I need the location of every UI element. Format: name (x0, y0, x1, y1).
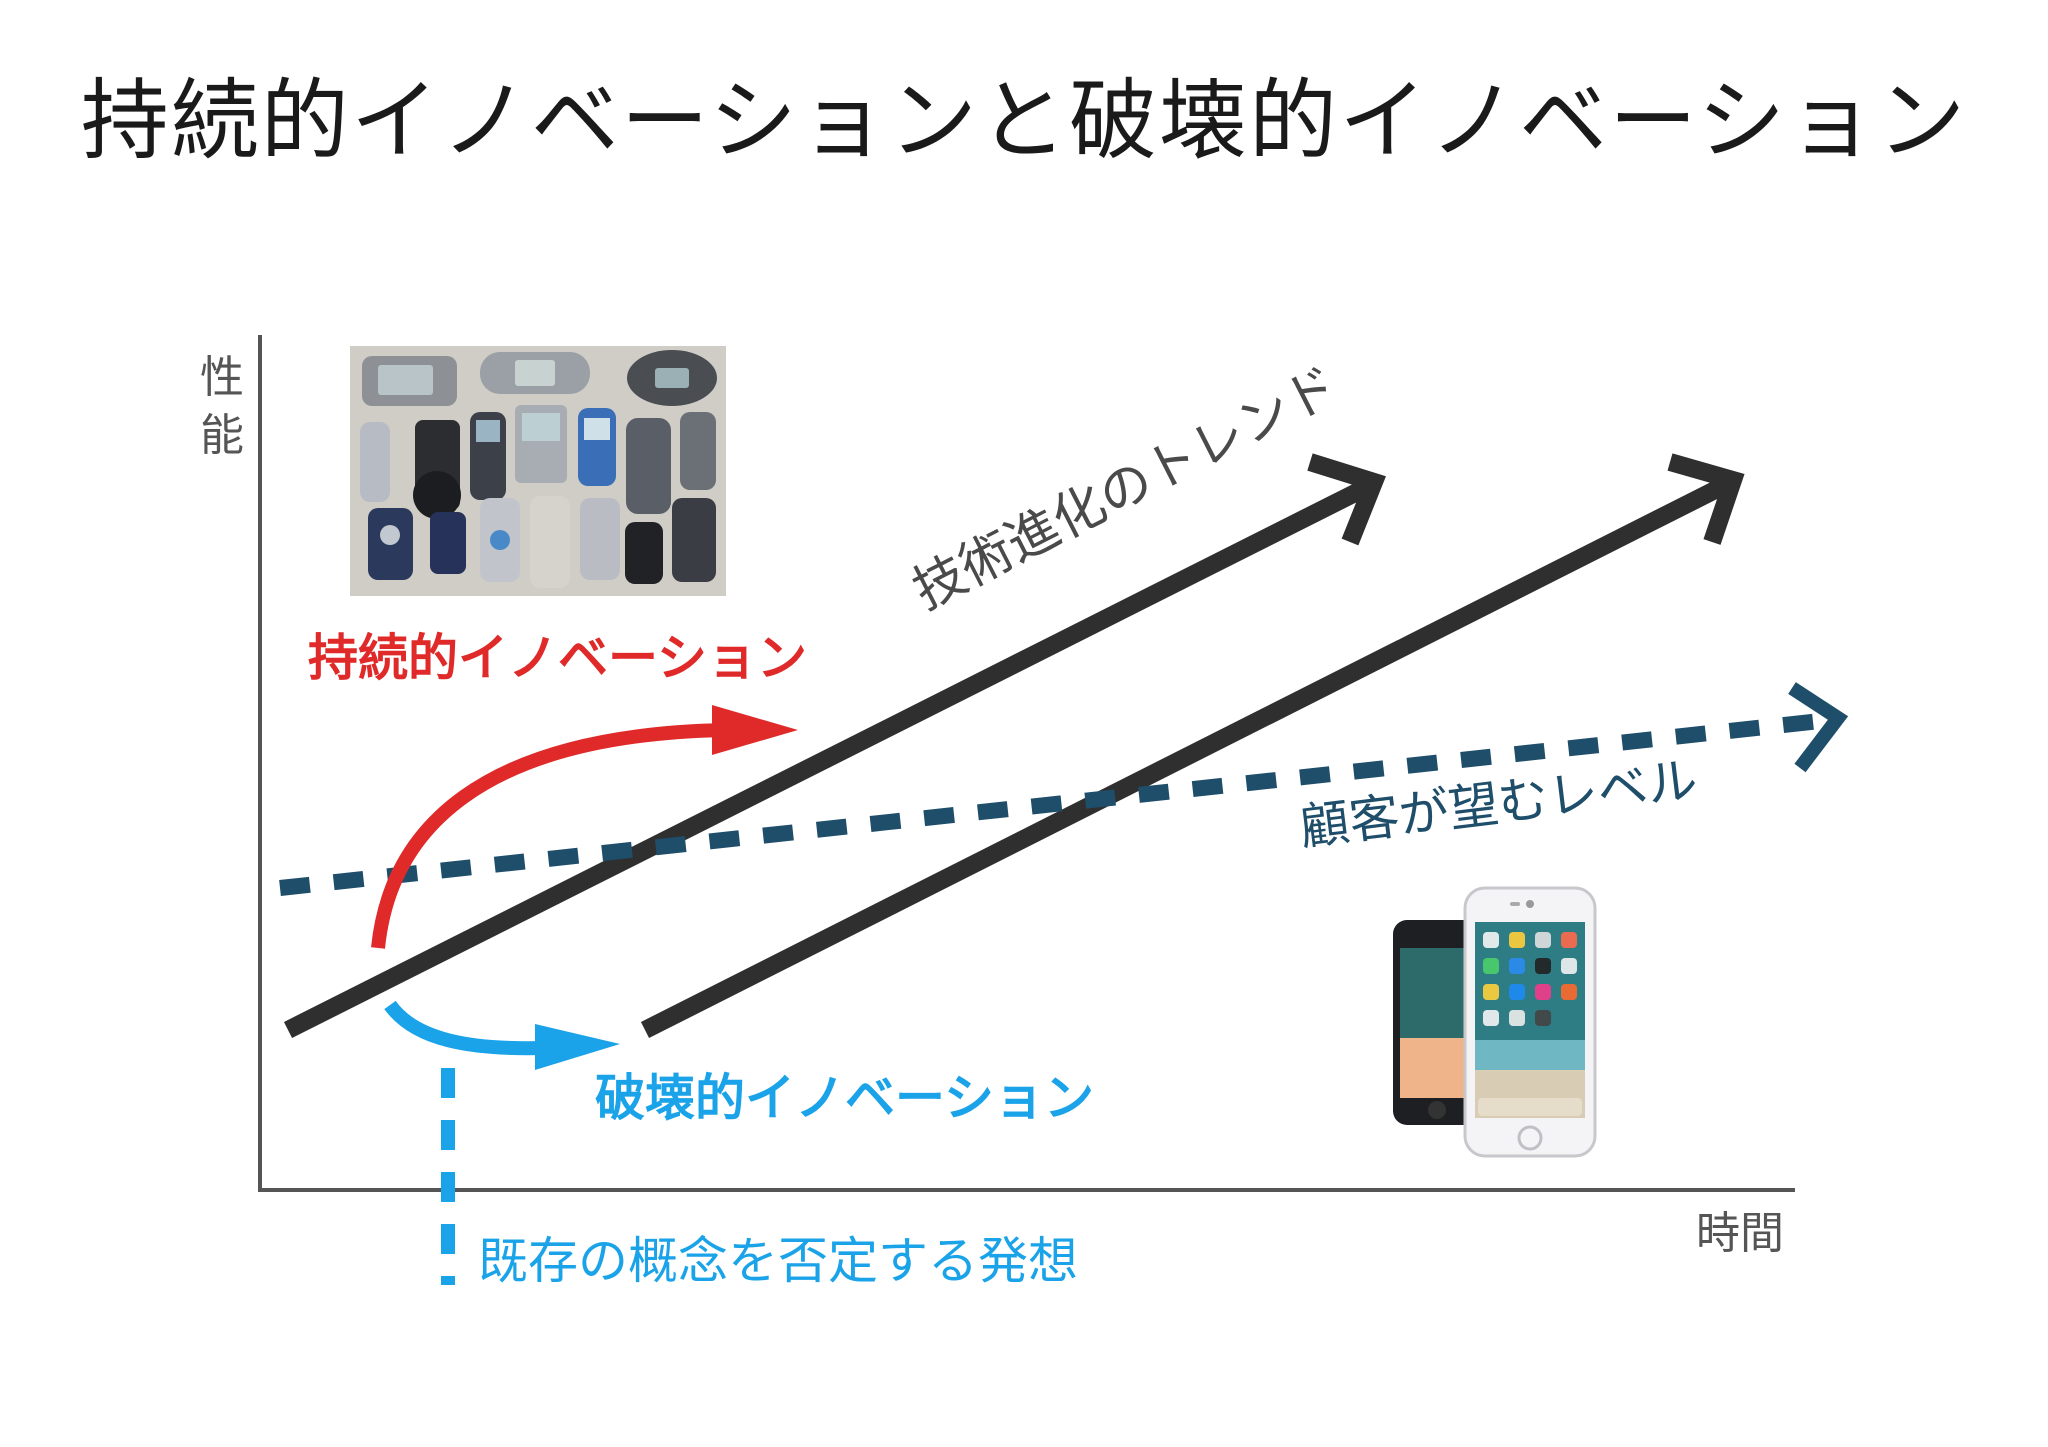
customer-level-arrowhead (1788, 682, 1849, 773)
sustaining-arrowhead (712, 705, 798, 755)
old-phones-photo (350, 346, 726, 596)
trend-arrows (283, 453, 1745, 1039)
smartphones-photo (1393, 886, 1597, 1158)
disruptive-curve (384, 1000, 546, 1056)
disruptive-arrowhead (535, 1024, 620, 1070)
y-axis-label-1: 性 (200, 352, 244, 403)
disruptive-note: 既存の概念を否定する発想 (478, 1232, 1078, 1290)
trend-line-2 (640, 476, 1730, 1039)
trend-line-1 (283, 479, 1370, 1039)
sustaining-label: 持続的イノベーション (308, 629, 807, 687)
slide-title: 持続的イノベーションと破壊的イノベーション (80, 69, 1968, 172)
x-axis-label: 時間 (1696, 1208, 1784, 1259)
sustaining-curve (371, 723, 726, 949)
y-axis-label-2: 能 (200, 410, 244, 461)
trend-label: 技術進化のトレンド (904, 356, 1348, 622)
trend-arrowhead-1 (1307, 453, 1386, 546)
customer-level-line (279, 712, 1831, 896)
trend-arrowhead-2 (1667, 453, 1745, 545)
disruptive-label: 破壊的イノベーション (595, 1069, 1094, 1127)
